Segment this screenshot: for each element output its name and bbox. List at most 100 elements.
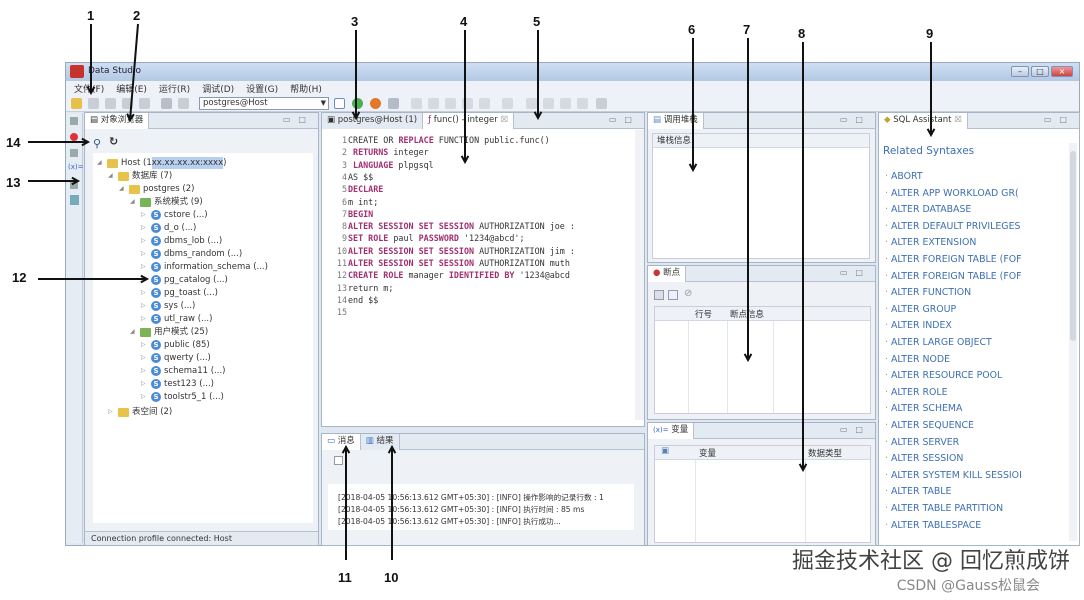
expand-icon[interactable]: ▷ (141, 341, 146, 348)
expand-icon[interactable]: ▷ (141, 289, 146, 296)
panel-controls[interactable]: ▭□ (1043, 115, 1075, 124)
tab-results[interactable]: ▥ 结果 (360, 434, 400, 450)
tab-object-browser[interactable]: ▤ 对象浏览器 (85, 113, 150, 129)
tab-call-stack[interactable]: ▤ 调用堆栈 (648, 113, 704, 129)
uppercase-icon[interactable] (526, 98, 537, 109)
syntax-link[interactable]: ALTER SEQUENCE (885, 420, 974, 432)
connection-select[interactable]: postgres@Host▼ (199, 97, 329, 110)
open-icon[interactable] (122, 98, 133, 109)
menu-help[interactable]: 帮助(H) (290, 84, 322, 95)
expand-icon[interactable]: ▷ (141, 224, 146, 231)
syntax-link[interactable]: ALTER SYSTEM KILL SESSIOI (885, 470, 1022, 482)
enable-breakpoints-icon[interactable] (654, 290, 664, 300)
continue-icon[interactable] (462, 98, 473, 109)
print-icon[interactable] (596, 98, 607, 109)
minimized-view-icon[interactable] (70, 181, 78, 189)
breakpoint-icon[interactable] (70, 133, 78, 141)
expand-icon[interactable]: ▷ (141, 263, 146, 270)
expand-icon[interactable]: ▷ (141, 237, 146, 244)
terminate-icon[interactable] (479, 98, 490, 109)
call-stack-icon[interactable] (70, 149, 78, 157)
syntax-link[interactable]: ALTER TABLESPACE (885, 520, 981, 532)
syntax-link[interactable]: ALTER FOREIGN TABLE (FOF (885, 271, 1022, 283)
close-tab-icon[interactable]: ☒ (500, 115, 509, 125)
panel-controls[interactable]: ▭□ (282, 115, 314, 124)
object-browser-icon[interactable] (70, 117, 78, 125)
stop-icon[interactable] (388, 98, 399, 109)
tab-connection-editor[interactable]: ▣ postgres@Host (1) (322, 113, 424, 129)
syntax-link[interactable]: ALTER LARGE OBJECT (885, 337, 992, 349)
expand-icon[interactable]: ▷ (108, 408, 113, 415)
refresh-icon[interactable] (139, 98, 150, 109)
collapse-icon[interactable]: ◢ (130, 198, 135, 205)
comment-icon[interactable] (560, 98, 571, 109)
step-into-icon[interactable] (411, 98, 422, 109)
tree-node[interactable]: ◢数据库 (7) (108, 170, 172, 182)
tree-node[interactable]: ◢系统模式 (9) (130, 196, 203, 208)
syntax-link[interactable]: ALTER FOREIGN TABLE (FOF (885, 254, 1022, 266)
editor-scrollbar[interactable] (635, 130, 644, 420)
syntax-link[interactable]: ALTER APP WORKLOAD GR( (885, 188, 1019, 200)
expand-icon[interactable]: ▷ (141, 354, 146, 361)
expand-icon[interactable]: ▷ (141, 302, 146, 309)
expand-icon[interactable]: ▷ (141, 211, 146, 218)
syntax-link[interactable]: ALTER SERVER (885, 437, 959, 449)
syntax-link[interactable]: ALTER SCHEMA (885, 403, 962, 415)
syntax-link[interactable]: ALTER GROUP (885, 304, 956, 316)
search-icon[interactable]: ⚲ (93, 137, 102, 150)
tab-sql-assistant[interactable]: ◆ SQL Assistant ☒ (879, 113, 968, 129)
scrollbar-thumb[interactable] (1070, 151, 1076, 341)
tree-node[interactable]: ▷表空间 (2) (108, 406, 172, 418)
tree-node[interactable]: ◢postgres (2) (119, 183, 194, 195)
menu-debug[interactable]: 调试(D) (202, 84, 235, 95)
connect-icon[interactable] (71, 98, 82, 109)
close-tab-icon[interactable]: ☒ (954, 115, 962, 125)
syntax-link[interactable]: ALTER ROLE (885, 387, 948, 399)
expand-icon[interactable]: ▷ (141, 250, 146, 257)
syntax-link[interactable]: ALTER INDEX (885, 320, 952, 332)
tab-messages[interactable]: ▭ 消息 (322, 434, 361, 450)
maximize-button[interactable]: □ (1031, 66, 1049, 77)
panel-controls[interactable]: ▭□ (608, 115, 640, 124)
panel-controls[interactable]: ▭□ (839, 425, 871, 434)
format-icon[interactable] (502, 98, 513, 109)
expand-icon[interactable]: ▷ (141, 367, 146, 374)
execute-icon[interactable] (352, 98, 363, 109)
indent-icon[interactable] (577, 98, 588, 109)
syntax-link[interactable]: ALTER RESOURCE POOL (885, 370, 1002, 382)
step-out-icon[interactable] (445, 98, 456, 109)
menu-settings[interactable]: 设置(G) (246, 84, 279, 95)
variables-icon[interactable]: (x)= (68, 163, 84, 171)
syntax-link[interactable]: ALTER EXTENSION (885, 237, 976, 249)
close-button[interactable]: × (1051, 66, 1073, 77)
syntax-link[interactable]: ALTER DEFAULT PRIVILEGES (885, 221, 1020, 233)
new-editor-icon[interactable] (105, 98, 116, 109)
skip-breakpoints-icon[interactable]: ⊘ (684, 288, 693, 299)
assistant-scrollbar[interactable] (1069, 143, 1077, 541)
code-editor[interactable]: 1CREATE OR REPLACE FUNCTION public.func(… (322, 130, 632, 420)
collapse-icon[interactable]: ◢ (108, 172, 113, 179)
sql-assistant-icon[interactable] (70, 195, 79, 205)
import-icon[interactable] (161, 98, 172, 109)
menu-run[interactable]: 运行(R) (158, 84, 191, 95)
expand-icon[interactable]: ▷ (141, 380, 146, 387)
syntax-link[interactable]: ALTER TABLE PARTITION (885, 503, 1003, 515)
open-sql-icon[interactable] (334, 98, 345, 109)
tab-breakpoints[interactable]: ● 断点 (648, 266, 687, 282)
syntax-link[interactable]: ALTER FUNCTION (885, 287, 971, 299)
lowercase-icon[interactable] (543, 98, 554, 109)
collapse-icon[interactable]: ◢ (119, 185, 124, 192)
expand-icon[interactable]: ▷ (141, 315, 146, 322)
